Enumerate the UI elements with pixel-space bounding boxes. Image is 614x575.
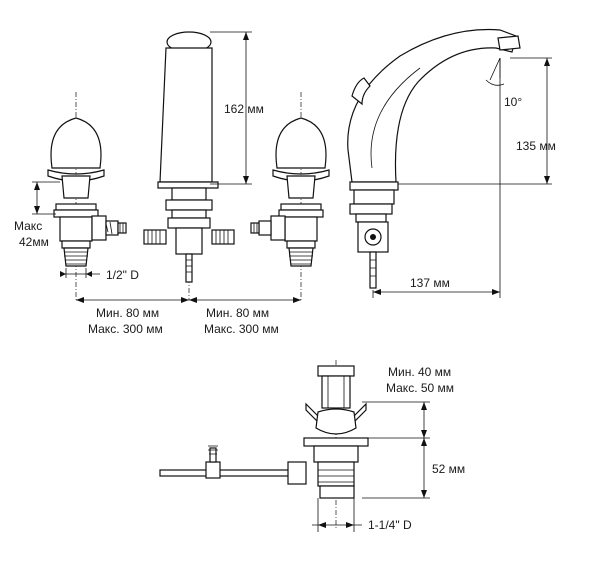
spacing-left-min: Мин. 80 мм xyxy=(96,306,159,320)
spacing-right-min: Мин. 80 мм xyxy=(206,306,269,320)
spacing-right-max: Макс. 300 мм xyxy=(204,322,279,336)
right-handle xyxy=(275,117,327,169)
waste-min-label: Мин. 40 мм xyxy=(388,365,451,379)
waste-thread-label: 1-1/4" D xyxy=(368,518,412,532)
spout-rise-label: 135 мм xyxy=(516,139,556,153)
waste-max-label: Макс. 50 мм xyxy=(386,381,454,395)
spacing-left-max: Макс. 300 мм xyxy=(88,322,163,336)
max-label: Макс xyxy=(14,219,42,233)
spout-height-label: 162 мм xyxy=(224,102,264,116)
center-spout xyxy=(143,31,235,300)
lever xyxy=(351,77,371,106)
spout-side-view xyxy=(347,28,521,289)
waste-height-label: 52 мм xyxy=(432,462,465,476)
drain-rod xyxy=(159,469,291,477)
max-value: 42мм xyxy=(19,235,49,249)
dimensions-top: 162 мм 135 мм 10° 137 мм Макс 42мм 1/2" … xyxy=(14,31,556,336)
left-thread xyxy=(63,247,89,267)
spout-arch xyxy=(347,28,517,183)
thread-label: 1/2" D xyxy=(106,268,139,282)
spout-reach-label: 137 мм xyxy=(410,276,450,290)
angle-label: 10° xyxy=(504,95,522,109)
drain-assembly: Мин. 40 мм Макс. 50 мм 52 мм 1-1/4" D xyxy=(159,360,465,532)
drain-cap xyxy=(317,365,355,377)
right-valve xyxy=(250,92,330,300)
left-valve xyxy=(47,92,127,300)
left-handle xyxy=(50,117,102,169)
